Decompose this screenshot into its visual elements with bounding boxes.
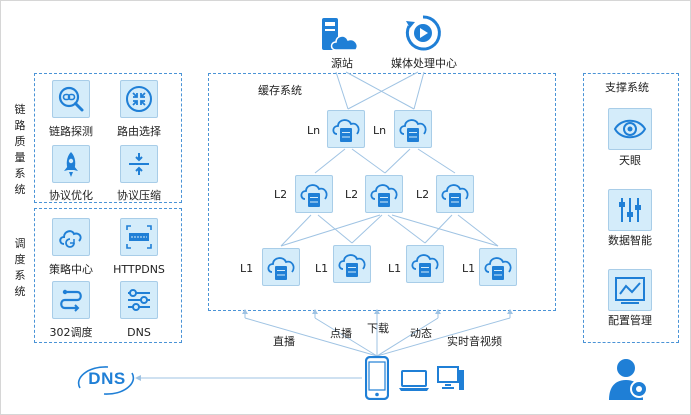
cloud-server-icon bbox=[411, 254, 439, 277]
cache-node-l2-2 bbox=[365, 175, 403, 213]
smartphone-icon bbox=[365, 356, 389, 400]
redirect-302-tile bbox=[52, 281, 90, 319]
protocol-optimize-tile bbox=[52, 145, 90, 183]
data-intelligence-label: 数据智能 bbox=[608, 234, 652, 247]
cloud-server-icon bbox=[332, 119, 360, 142]
config-management-label: 配置管理 bbox=[608, 314, 652, 327]
request-type-dynamic: 动态 bbox=[410, 327, 432, 340]
cloud-server-icon bbox=[484, 257, 512, 280]
dispatch-system-panel bbox=[34, 208, 182, 343]
desktop-computer-icon bbox=[437, 366, 464, 390]
dns-globe-ring-icon bbox=[77, 366, 135, 395]
l1-label-3: L1 bbox=[388, 262, 402, 275]
request-type-download: 下载 bbox=[367, 322, 389, 335]
sky-eye-tile bbox=[608, 108, 652, 150]
cache-system-panel bbox=[208, 73, 556, 311]
cloud-server-icon bbox=[267, 257, 295, 280]
source-station-label: 源站 bbox=[331, 57, 353, 70]
request-type-rtc: 实时音视频 bbox=[447, 335, 502, 348]
httpdns-icon bbox=[126, 225, 152, 249]
dispatch-system-title: 调度系统 bbox=[14, 237, 26, 298]
support-system-panel bbox=[583, 73, 679, 343]
sky-eye-label: 天眼 bbox=[619, 154, 641, 167]
admin-user-gear-icon bbox=[609, 359, 648, 400]
l1-label-2: L1 bbox=[315, 262, 329, 275]
cloud-server-icon bbox=[370, 184, 398, 207]
cloud-server-icon bbox=[399, 119, 427, 142]
httpdns-label: HTTPDNS bbox=[113, 263, 165, 276]
link-search-icon bbox=[58, 86, 84, 112]
cloud-server-icon bbox=[338, 254, 366, 277]
cache-node-ln-2 bbox=[394, 110, 432, 148]
data-intelligence-tile bbox=[608, 189, 652, 231]
cache-node-l1-4 bbox=[479, 248, 517, 286]
route-select-icon bbox=[126, 86, 152, 112]
route-select-tile bbox=[120, 80, 158, 118]
dns-logo-text: DNS bbox=[88, 369, 126, 388]
media-processing-label: 媒体处理中心 bbox=[391, 57, 457, 70]
sliders-icon bbox=[619, 198, 641, 222]
l1-label-1: L1 bbox=[240, 262, 254, 275]
request-type-live: 直播 bbox=[273, 335, 295, 348]
cloud-server-icon bbox=[300, 184, 328, 207]
link-quality-system-title: 链路质量系统 bbox=[14, 103, 26, 196]
l2-label-1: L2 bbox=[274, 188, 288, 201]
route-select-label: 路由选择 bbox=[117, 125, 161, 138]
l2-label-2: L2 bbox=[345, 188, 359, 201]
support-system-title: 支撑系统 bbox=[605, 81, 649, 94]
protocol-compress-label: 协议压缩 bbox=[117, 189, 161, 202]
cache-node-l2-3 bbox=[436, 175, 474, 213]
dns-tile bbox=[120, 281, 158, 319]
link-quality-system-panel bbox=[34, 73, 182, 203]
ln-label-2: Ln bbox=[373, 124, 387, 137]
link-probe-tile bbox=[52, 80, 90, 118]
dns-label: DNS bbox=[127, 326, 151, 339]
httpdns-tile bbox=[120, 218, 158, 256]
request-type-vod: 点播 bbox=[330, 327, 352, 340]
media-processing-icon bbox=[405, 15, 441, 51]
strategy-cloud-icon bbox=[59, 230, 82, 248]
cloud-server-icon bbox=[441, 184, 469, 207]
cache-node-ln-1 bbox=[327, 110, 365, 148]
cache-system-title: 缓存系统 bbox=[258, 84, 302, 97]
cache-node-l1-3 bbox=[406, 245, 444, 283]
protocol-optimize-label: 协议优化 bbox=[49, 189, 93, 202]
cache-node-l1-2 bbox=[333, 245, 371, 283]
redirect-302-label: 302调度 bbox=[49, 326, 93, 339]
dns-settings-icon bbox=[128, 289, 150, 311]
strategy-center-label: 策略中心 bbox=[49, 263, 93, 276]
cache-node-l1-1 bbox=[262, 248, 300, 286]
chart-board-icon bbox=[615, 277, 645, 304]
protocol-compress-tile bbox=[120, 145, 158, 183]
strategy-center-tile bbox=[52, 218, 90, 256]
config-management-tile bbox=[608, 269, 652, 311]
eye-icon bbox=[613, 119, 647, 139]
l2-label-3: L2 bbox=[416, 188, 430, 201]
source-station-icon bbox=[322, 18, 359, 51]
ln-label-1: Ln bbox=[307, 124, 321, 137]
rocket-icon bbox=[64, 152, 78, 177]
l1-label-4: L1 bbox=[462, 262, 476, 275]
link-probe-label: 链路探测 bbox=[49, 125, 93, 138]
redirect-302-icon bbox=[60, 289, 82, 312]
compress-icon bbox=[129, 153, 149, 175]
cache-node-l2-1 bbox=[295, 175, 333, 213]
laptop-icon bbox=[399, 370, 429, 391]
